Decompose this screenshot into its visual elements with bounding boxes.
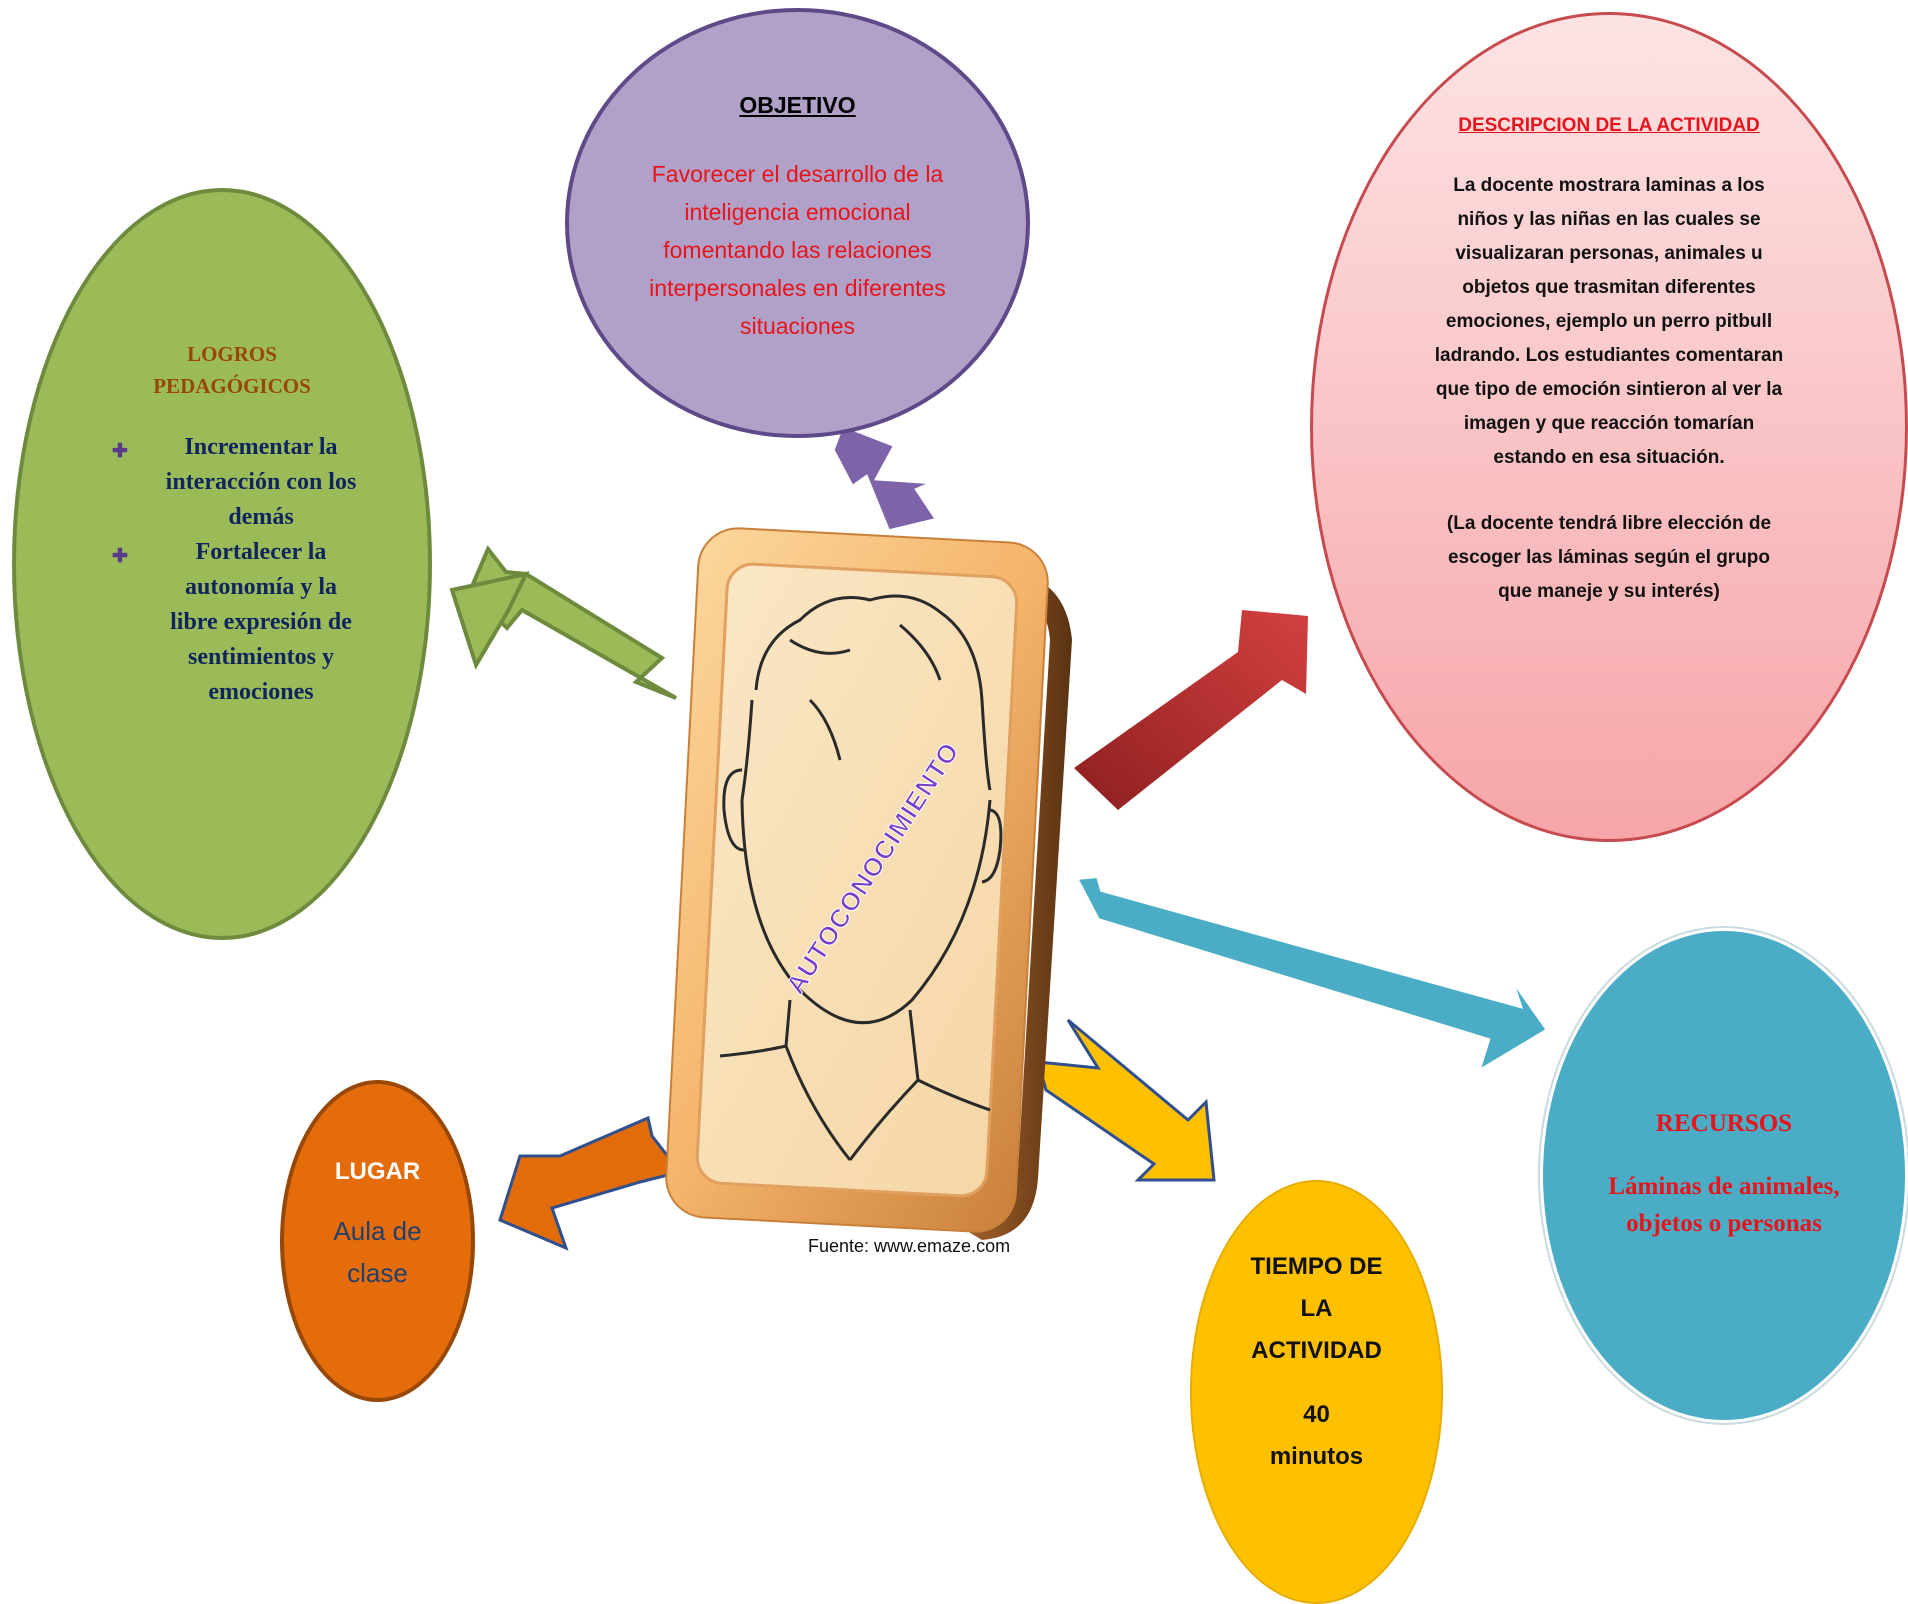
logros-list: ✚ Incrementar la interacción con los dem… (102, 430, 362, 710)
descripcion-text: La docente mostrara laminas a los niños … (1434, 175, 1784, 468)
recursos-text: Láminas de animales, objetos o personas (1608, 1172, 1840, 1237)
node-descripcion: DESCRIPCION DE LA ACTIVIDAD La docente m… (1310, 12, 1908, 842)
logros-item-text: Incrementar la interacción con los demás (165, 434, 357, 530)
node-lugar: LUGAR Aula de clase (280, 1080, 475, 1402)
bullet-icon: ✚ (112, 441, 128, 462)
arrow-to-logros-head (449, 571, 530, 670)
logros-title: LOGROS PEDAGÓGICOS (153, 342, 311, 398)
logros-item: ✚ Incrementar la interacción con los dem… (102, 430, 362, 535)
descripcion-note: (La docente tendrá libre elección de esc… (1446, 513, 1772, 602)
source-caption: Fuente: www.emaze.com (808, 1236, 1011, 1256)
arrow-to-lugar (498, 1115, 683, 1251)
frame-inner (695, 562, 1019, 1198)
arrow-to-recursos (1072, 873, 1551, 1077)
node-recursos: RECURSOS Láminas de animales, objetos o … (1540, 928, 1908, 1423)
recursos-title: RECURSOS (1655, 1109, 1793, 1137)
lugar-text: Aula de clase (333, 1216, 422, 1288)
arrow-to-tiempo (1035, 1018, 1216, 1182)
logros-item: ✚ Fortalecer la autonomía y la libre exp… (102, 535, 362, 710)
objetivo-title: OBJETIVO (739, 91, 856, 118)
lugar-title: LUGAR (334, 1158, 421, 1185)
node-objetivo: OBJETIVO Favorecer el desarrollo de la i… (565, 8, 1030, 438)
tiempo-text: 40 minutos (1269, 1401, 1364, 1470)
node-logros: LOGROS PEDAGÓGICOS ✚ Incrementar la inte… (12, 188, 432, 940)
logros-item-text: Fortalecer la autonomía y la libre expre… (170, 539, 352, 705)
arrow-to-objetivo (829, 420, 943, 535)
bullet-icon: ✚ (112, 546, 128, 567)
arrow-to-descripcion (1074, 610, 1308, 810)
descripcion-title: DESCRIPCION DE LA ACTIVIDAD (1458, 115, 1760, 136)
tiempo-title: TIEMPO DE LA ACTIVIDAD (1250, 1253, 1383, 1364)
node-tiempo: TIEMPO DE LA ACTIVIDAD 40 minutos (1190, 1180, 1443, 1604)
objetivo-text: Favorecer el desarrollo de la inteligenc… (649, 160, 946, 339)
face-drawing (719, 594, 1003, 1161)
frame-side (962, 572, 1072, 1240)
